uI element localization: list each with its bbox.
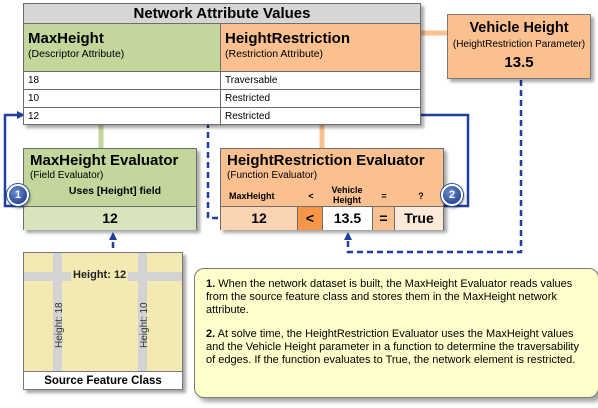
maxheight-evaluator: MaxHeight Evaluator (Field Evaluator) Us… <box>23 148 197 230</box>
table-title: Network Attribute Values <box>24 4 420 24</box>
table-row: 10 Restricted <box>24 90 420 108</box>
restriction-cell: Restricted <box>225 93 271 104</box>
right-road-label: Height: 10 <box>139 302 150 348</box>
table-row: 12 Restricted <box>24 108 420 126</box>
source-feature-class: Height: 12 Height: 18 Height: 10 Source … <box>23 252 183 390</box>
cell-operator: < <box>298 207 323 230</box>
note-1: 1. When the network dataset is built, th… <box>206 278 588 317</box>
cell-result: True <box>395 207 443 230</box>
label-operator: < <box>308 191 314 201</box>
horizontal-road-label: Height: 12 <box>71 269 129 281</box>
network-attribute-table: Network Attribute Values MaxHeight (Desc… <box>23 3 421 126</box>
note-2-number: 2. <box>206 328 216 340</box>
heightrestriction-evaluator: HeightRestriction Evaluator (Function Ev… <box>220 148 444 230</box>
note-2-text: At solve time, the HeightRestriction Eva… <box>206 328 579 366</box>
road-vertical-left <box>53 253 62 371</box>
cell-equals: = <box>373 207 395 230</box>
note-1-number: 1. <box>206 278 216 290</box>
label-result: ? <box>418 191 424 201</box>
label-equals: = <box>381 191 387 201</box>
maxheight-column-type: (Descriptor Attribute) <box>28 48 125 60</box>
vehicle-height-subtitle: (HeightRestriction Parameter) <box>452 39 586 50</box>
heightrestriction-evaluator-subtitle: (Function Evaluator) <box>227 170 318 181</box>
source-feature-class-title: Source Feature Class <box>24 371 182 389</box>
label-operand1: MaxHeight <box>229 191 275 201</box>
heightrestriction-evaluator-title: HeightRestriction Evaluator <box>227 152 425 169</box>
road-vertical-right <box>138 253 147 371</box>
vehicle-height-box: Vehicle Height (HeightRestriction Parame… <box>447 14 591 79</box>
vehicle-height-title: Vehicle Height <box>469 20 569 36</box>
left-road-label: Height: 18 <box>54 302 65 348</box>
maxheight-evaluator-expression: Uses [Height] field <box>68 185 162 197</box>
restriction-column-name: HeightRestriction <box>225 30 351 47</box>
vehicle-height-value: 13.5 <box>504 54 534 71</box>
note-2: 2. At solve time, the HeightRestriction … <box>206 328 588 367</box>
note-1-text: When the network dataset is built, the M… <box>206 278 573 316</box>
label-operand2: Vehicle Height <box>331 185 363 205</box>
cell-operand1: 12 <box>221 207 298 230</box>
restriction-cell: Restricted <box>225 111 271 122</box>
maxheight-evaluator-value: 12 <box>24 206 196 230</box>
maxheight-evaluator-subtitle: (Field Evaluator) <box>30 170 104 181</box>
restriction-column-type: (Restriction Attribute) <box>225 48 324 60</box>
function-cells: 12 < 13.5 = True <box>221 206 443 230</box>
restriction-column-header: HeightRestriction (Restriction Attribute… <box>221 24 420 72</box>
maxheight-column-name: MaxHeight <box>28 30 104 47</box>
maxheight-cell: 10 <box>24 90 221 108</box>
maxheight-column-header: MaxHeight (Descriptor Attribute) <box>24 24 221 72</box>
restriction-cell: Traversable <box>225 75 278 86</box>
table-row: 18 Traversable <box>24 72 420 90</box>
step-2-marker: 2 <box>441 184 463 206</box>
explanation-notes: 1. When the network dataset is built, th… <box>194 268 598 398</box>
maxheight-cell: 18 <box>24 72 221 90</box>
maxheight-evaluator-title: MaxHeight Evaluator <box>30 152 179 169</box>
maxheight-cell: 12 <box>24 108 221 126</box>
step-1-marker: 1 <box>7 184 29 206</box>
cell-operand2: 13.5 <box>323 207 373 230</box>
